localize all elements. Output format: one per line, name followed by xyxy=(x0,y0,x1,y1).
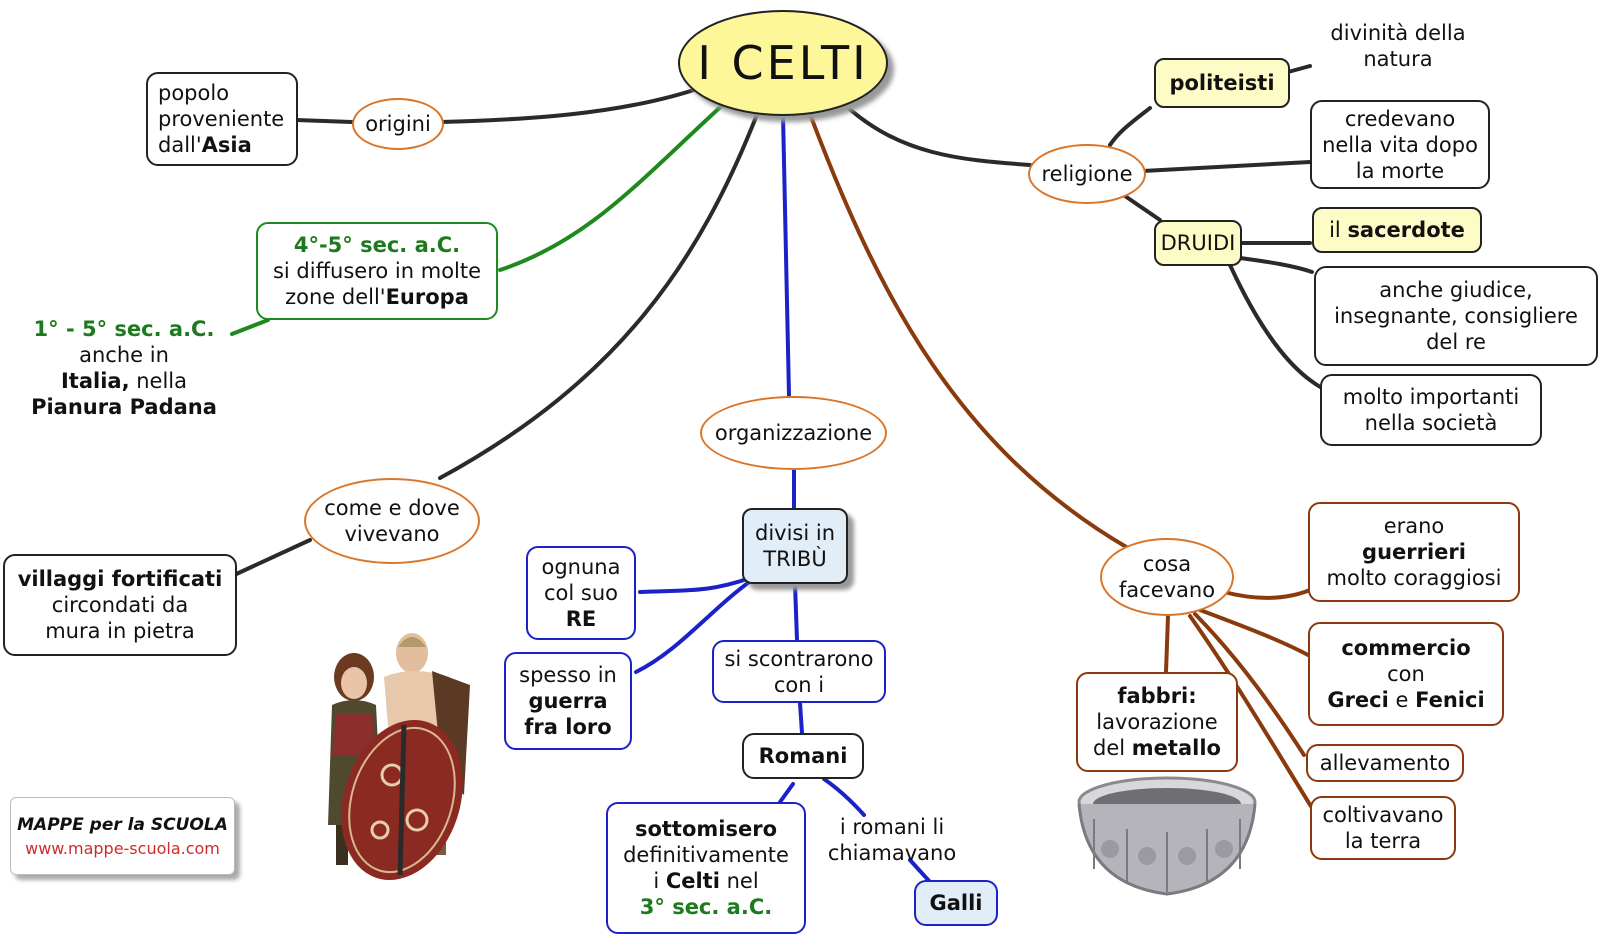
link-romani-sottomisero xyxy=(778,782,795,804)
page-title: I CELTI xyxy=(697,36,869,90)
credevano-node: credevano nella vita dopo la morte xyxy=(1310,100,1490,189)
link-scontrarono-romani xyxy=(798,701,804,735)
importanti-node: molto importanti nella società xyxy=(1320,374,1542,446)
cosa-line1: cosa xyxy=(1142,552,1192,576)
origini-node: origini xyxy=(352,98,444,150)
divinita-text: divinità della natura xyxy=(1330,21,1466,71)
allevamento-node: allevamento xyxy=(1306,744,1464,782)
link-cosa-allevamento xyxy=(1193,612,1306,757)
villaggi-node: villaggi fortificati circondati da mura … xyxy=(3,554,237,656)
link-cosa-guerrieri xyxy=(1222,588,1312,600)
come-dove-node: come e dove vivevano xyxy=(304,478,480,564)
galli-node: Galli xyxy=(914,880,998,926)
title-node: I CELTI xyxy=(678,10,888,116)
link-title-organizzazione xyxy=(781,113,791,398)
come-dove-line1: come e dove xyxy=(324,496,460,520)
link-religione-politeisti xyxy=(1108,106,1152,147)
brand-title: MAPPE per la SCUOLA xyxy=(17,814,228,835)
guerrieri-node: erano guerrieri molto coraggiosi xyxy=(1308,502,1520,602)
link-title-religione xyxy=(843,103,1032,167)
spesso-node: spesso in guerra fra loro xyxy=(504,652,632,750)
organizzazione-label: organizzazione xyxy=(714,421,873,445)
link-cosa-commercio xyxy=(1198,608,1310,657)
link-divisi-spesso xyxy=(634,578,754,674)
origini-label: origini xyxy=(365,112,431,136)
celtic-warriors-illustration xyxy=(328,633,470,881)
link-title-cosa xyxy=(808,112,1130,550)
druidi-node: DRUIDI xyxy=(1154,220,1242,266)
link-druidi-giudice xyxy=(1238,256,1314,274)
link-cosa-coltivavano xyxy=(1188,614,1314,810)
chiamavano-text: i romani li chiamavano xyxy=(827,815,957,865)
link-chiamavano-galli xyxy=(908,858,932,884)
italia-text: 1° - 5° sec. a.C. anche in Italia, nella… xyxy=(31,317,217,419)
druidi-label: DRUIDI xyxy=(1160,231,1236,255)
ognuna-node: ognuna col suo RE xyxy=(526,546,636,640)
sacerdote-node: il sacerdote xyxy=(1312,207,1482,253)
silver-cauldron-illustration xyxy=(1077,776,1257,896)
link-title-origini xyxy=(438,86,702,124)
cosa-facevano-node: cosa facevano xyxy=(1100,538,1234,616)
link-comedove-villaggi xyxy=(230,538,312,578)
commercio-node: commercio con Greci e Fenici xyxy=(1308,622,1504,726)
religione-label: religione xyxy=(1041,162,1133,186)
link-divisi-scontrarono xyxy=(793,582,799,642)
sottomisero-node: sottomisero definitivamente i Celti nel … xyxy=(606,802,806,934)
coltivavano-node: coltivavano la terra xyxy=(1310,796,1456,860)
divisi-node: divisi in TRIBÙ xyxy=(742,508,848,584)
giudice-node: anche giudice, insegnante, consigliere d… xyxy=(1314,266,1598,366)
link-romani-chiamavano xyxy=(822,777,866,817)
link-druidi-importanti xyxy=(1228,263,1324,390)
link-religione-credevano xyxy=(1140,160,1312,173)
brand-url: www.mappe-scuola.com xyxy=(25,838,220,858)
brand-box: MAPPE per la SCUOLA www.mappe-scuola.com xyxy=(10,797,235,875)
religione-node: religione xyxy=(1028,144,1146,204)
cosa-line2: facevano xyxy=(1118,578,1216,602)
come-dove-line2: vivevano xyxy=(344,522,440,546)
link-politeisti-divinita xyxy=(1286,64,1312,74)
link-diffusero-italia xyxy=(230,318,270,336)
link-title-comedove xyxy=(438,110,760,480)
romani-node: Romani xyxy=(742,733,864,779)
link-religione-druidi xyxy=(1123,194,1162,222)
link-cosa-fabbri xyxy=(1164,614,1170,674)
link-origini-popolo xyxy=(294,118,354,124)
diffusero-node: 4°-5° sec. a.C. si diffusero in molte zo… xyxy=(256,222,498,320)
popolo-node: popolo proveniente dall'Asia xyxy=(146,72,298,166)
politeisti-label: politeisti xyxy=(1169,71,1275,95)
link-title-diffusero xyxy=(498,99,729,272)
link-divisi-ognuna xyxy=(638,576,752,594)
fabbri-node: fabbri: lavorazione del metallo xyxy=(1076,672,1238,772)
scontrarono-node: si scontrarono con i xyxy=(712,640,886,703)
politeisti-node: politeisti xyxy=(1154,58,1290,108)
organizzazione-node: organizzazione xyxy=(700,396,887,470)
